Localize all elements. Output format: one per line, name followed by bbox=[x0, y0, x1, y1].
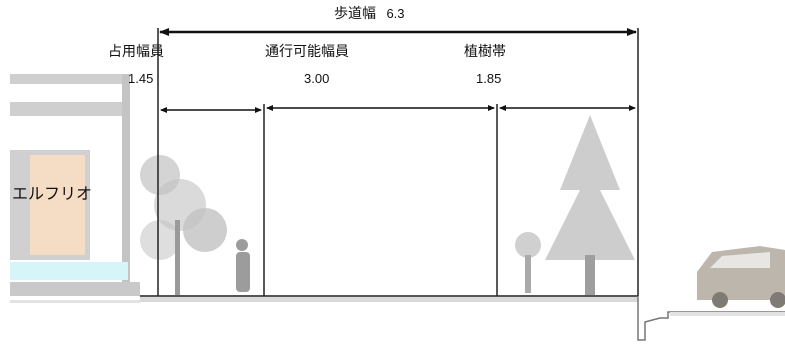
building bbox=[10, 74, 140, 296]
zone-name-planting: 植樹帯 bbox=[464, 44, 506, 60]
tree-right bbox=[515, 115, 635, 295]
pedestrian bbox=[236, 239, 250, 292]
ground bbox=[10, 295, 785, 341]
shop-glass bbox=[10, 262, 128, 280]
total-width-value: 6.3 bbox=[386, 6, 405, 21]
zone-name-passable: 通行可能幅員 bbox=[265, 44, 349, 60]
car bbox=[697, 246, 785, 308]
zone-name-occupied: 占用幅員 bbox=[108, 44, 164, 60]
building-name: エルフリオ bbox=[12, 184, 93, 203]
total-width-name: 歩道幅 bbox=[334, 6, 376, 22]
zone-arrows bbox=[160, 105, 636, 113]
tree-left bbox=[140, 155, 227, 295]
zone-value-planting: 1.85 bbox=[476, 71, 502, 86]
zone-value-occupied: 1.45 bbox=[128, 71, 154, 86]
dimension-lines bbox=[157, 28, 639, 296]
shop-wall bbox=[30, 155, 85, 255]
total-width-label: 歩道幅 6.3 bbox=[334, 7, 405, 21]
zone-value-passable: 3.00 bbox=[304, 71, 330, 86]
